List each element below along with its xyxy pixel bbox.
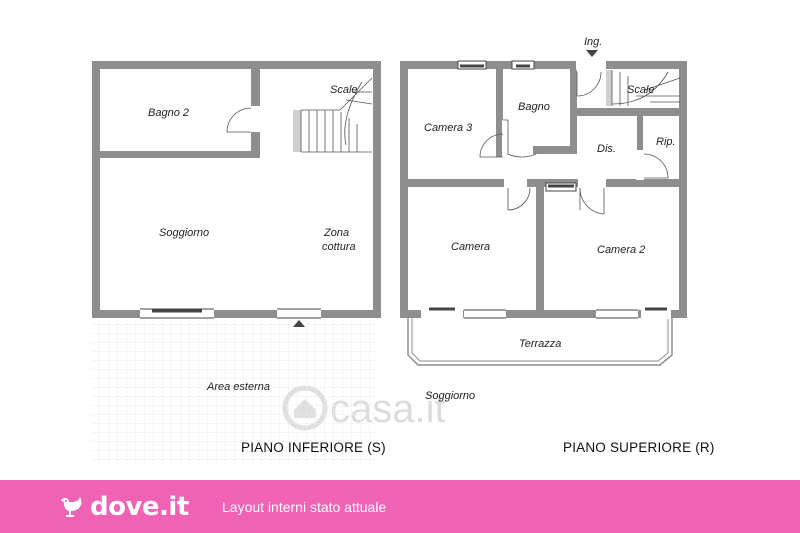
terrace [407, 318, 673, 366]
upper-floor-title: PIANO SUPERIORE (R) [563, 440, 715, 455]
upper-stair [606, 70, 681, 106]
label-camera3: Camera 3 [424, 122, 473, 134]
footer-bar: dove.it Layout interni stato attuale [0, 480, 800, 533]
upper-doors [479, 71, 669, 215]
label-zona-cottura-1: Zona [323, 227, 349, 239]
upper-entrance-arrow [586, 50, 598, 57]
wall-camera3-bottom [404, 179, 504, 187]
exterior-area [92, 318, 375, 465]
label-dis: Dis. [597, 143, 616, 155]
label-upper-soggiorno: Soggiorno [425, 390, 475, 402]
brand-logo: dove.it [60, 490, 189, 524]
label-camera2: Camera 2 [597, 244, 645, 256]
lower-bagno-wall [96, 151, 260, 158]
upper-floor-plan: Ing. Camera 3 Bagno Scale Dis. Rip. Came… [400, 36, 687, 402]
label-bagno2: Bagno 2 [148, 107, 189, 119]
label-camera: Camera [451, 241, 490, 253]
label-area-esterna: Area esterna [206, 381, 270, 393]
label-lower-scale: Scale [330, 84, 358, 96]
wall-camera3-right [496, 65, 503, 157]
lower-entrance-arrow [293, 320, 305, 327]
label-soggiorno: Soggiorno [159, 227, 209, 239]
label-terrazza: Terrazza [519, 338, 561, 350]
floor-plan: casa.it [92, 36, 715, 465]
upper-windows [429, 60, 667, 319]
lower-floor-title: PIANO INFERIORE (S) [241, 440, 386, 455]
lower-outer-walls [92, 61, 381, 318]
footer-caption: Layout interni stato attuale [222, 499, 387, 515]
label-rip: Rip. [656, 136, 676, 148]
rooster-icon [61, 497, 82, 517]
label-upper-scale: Scale [627, 84, 655, 96]
lower-floor-plan: Bagno 2 Scale Soggiorno Zona cottura Are… [92, 61, 381, 465]
wall-camera-right [536, 179, 544, 314]
lower-stair [293, 77, 373, 153]
wall-bagno-bottom [533, 146, 577, 154]
wall-rip-left [637, 108, 643, 180]
label-bagno: Bagno [518, 101, 550, 113]
wall-bagno-right [570, 65, 577, 154]
bagno2-door [226, 107, 252, 133]
label-zona-cottura-2: cottura [322, 241, 356, 253]
brand-name: dove.it [90, 492, 189, 522]
wall-scale-bottom [577, 108, 683, 116]
lower-windows [140, 308, 321, 319]
label-ing: Ing. [584, 36, 602, 48]
